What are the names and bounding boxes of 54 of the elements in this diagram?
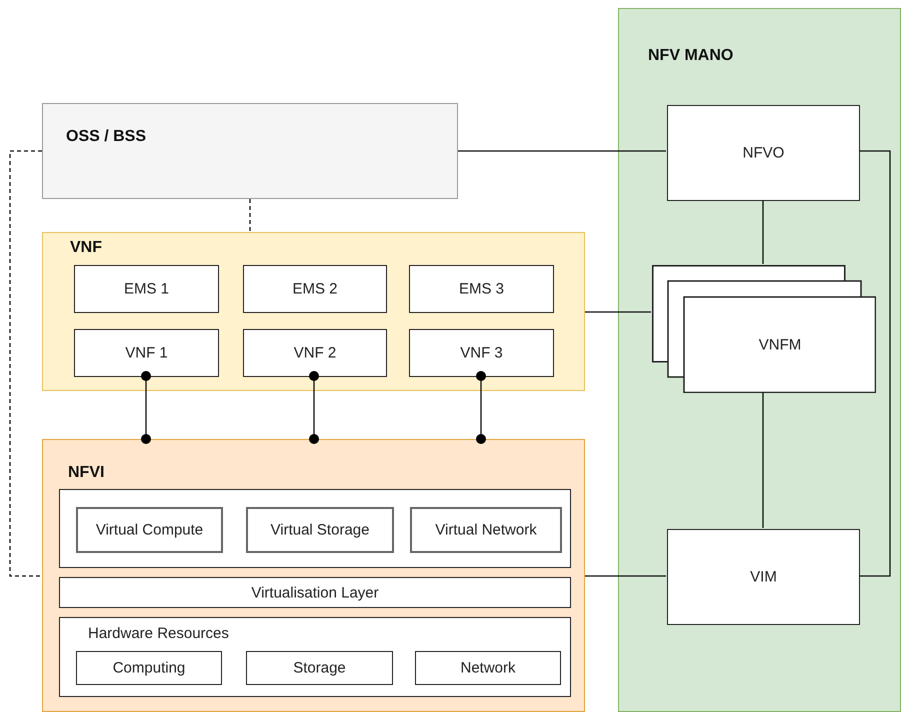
group-panel [618, 8, 901, 712]
connector [762, 200, 764, 264]
connector [762, 392, 764, 528]
box-label: NFVO [742, 144, 784, 162]
box-label: Virtual Storage [270, 522, 370, 538]
process-box [243, 329, 387, 377]
process-box [409, 329, 554, 377]
process-box [667, 529, 860, 625]
group-box [59, 489, 571, 568]
connector [141, 371, 151, 444]
group-title: NFV MANO [648, 47, 734, 65]
dashed-connector [9, 150, 42, 577]
group-panel [42, 232, 585, 391]
process-box [415, 651, 561, 685]
box-label: Network [460, 660, 516, 676]
box-label: EMS 1 [124, 280, 169, 298]
box-label: EMS 2 [292, 280, 338, 298]
dashed-connector [249, 199, 251, 232]
connector [458, 150, 666, 152]
box-label: EMS 3 [458, 280, 504, 298]
group-title: OSS / BSS [66, 128, 146, 146]
box-label: Virtual Compute [96, 522, 204, 538]
process-box [246, 651, 393, 685]
group-panel [42, 439, 585, 712]
group-title: Hardware Resources [88, 625, 229, 642]
box-label: VNF 3 [460, 344, 503, 362]
box-label: Storage [293, 660, 346, 676]
connector [859, 150, 891, 577]
group-box [59, 617, 571, 697]
process-box [76, 507, 223, 553]
box-label: Computing [112, 660, 186, 676]
group-title: VNF [70, 239, 102, 257]
connector [476, 371, 486, 444]
connector [585, 311, 651, 313]
process-box [409, 265, 554, 313]
box-label: VNFM [758, 336, 802, 354]
stacked-process-box [652, 265, 876, 393]
process-box [410, 507, 562, 553]
process-box [243, 265, 387, 313]
connector [309, 371, 319, 444]
box-label: Virtual Network [435, 522, 537, 538]
box-label: VNF 1 [125, 344, 168, 362]
process-box [246, 507, 394, 553]
process-box [76, 651, 222, 685]
box-label: Virtualisation Layer [251, 584, 379, 601]
process-box [74, 265, 219, 313]
connector [585, 575, 666, 577]
box-label: VNF 2 [294, 344, 336, 362]
process-box [42, 103, 458, 199]
process-box [74, 329, 219, 377]
box-label: VIM [750, 568, 777, 586]
process-box [667, 105, 860, 201]
group-title: NFVI [68, 464, 104, 482]
process-box [59, 577, 571, 608]
